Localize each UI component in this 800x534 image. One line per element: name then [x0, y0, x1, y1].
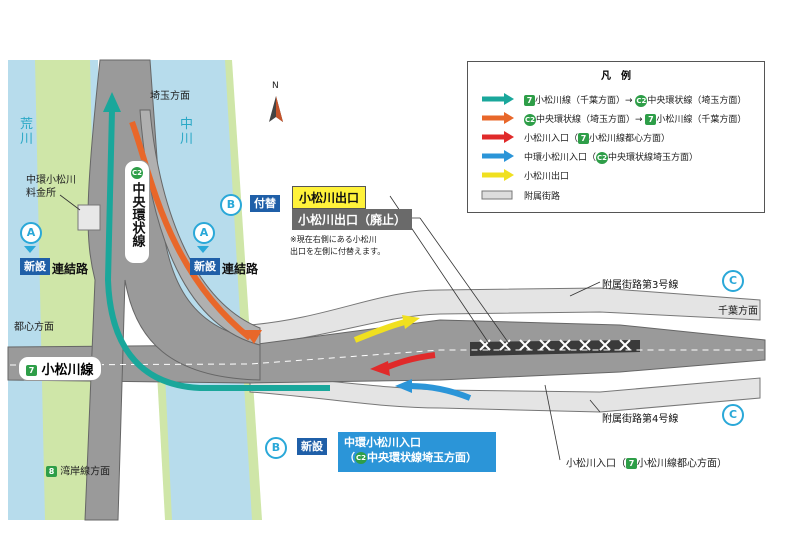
- orange-arrowhead: [244, 330, 262, 344]
- marker-a-right-pointer: [197, 246, 209, 253]
- shinsetsu-tag-left: 新設: [20, 258, 50, 276]
- chuo-kanjo-text: 中央環状線: [129, 182, 145, 247]
- arakawa-label: 荒 川: [20, 117, 34, 147]
- shinsetsu-tag-right: 新設: [190, 258, 220, 276]
- komatsugawa-text: 小松川線: [41, 363, 94, 378]
- new-entrance-box: 中環小松川入口 （C2中央環状線埼玉方面）: [338, 432, 496, 472]
- orange-route-arrow: [129, 120, 252, 341]
- center-median: [470, 340, 640, 356]
- route8-badge: 8: [46, 466, 57, 477]
- toll-plaza: [77, 204, 101, 231]
- new-entrance-line2: （C2中央環状線埼玉方面）: [344, 451, 477, 465]
- marker-b-bottom: B: [265, 437, 287, 459]
- marker-a-left-pointer: [24, 246, 36, 253]
- north-arrow: [269, 96, 283, 122]
- renrakuro-right: 連結路: [222, 262, 259, 276]
- exit-note: ※現在右側にある小松川 出口を左側に付替えます。: [290, 235, 386, 256]
- marker-b-top: B: [220, 194, 242, 216]
- route7-badge: 7: [26, 365, 37, 376]
- teal-arrowhead: [103, 92, 121, 112]
- legend-title: 凡 例: [601, 71, 631, 82]
- tsukekae-tag: 付替: [250, 195, 280, 213]
- direction-wangan-text: 湾岸線方面: [60, 466, 111, 478]
- blue-route-arrow: [409, 383, 472, 401]
- connector-ramp: [139, 109, 261, 346]
- north-label: N: [272, 81, 279, 91]
- nakagawa-label: 中 川: [180, 117, 194, 147]
- exit-new-label: 小松川出口: [292, 186, 367, 209]
- komatsugawa-label: 7 小松川線: [18, 356, 102, 381]
- renrakuro-left: 連結路: [52, 262, 89, 276]
- arakawa-bank: [35, 60, 100, 520]
- tollgate-label: 中環小松川 料金所: [26, 175, 76, 199]
- side-road-no3-label: 附属街路第3号線: [602, 280, 679, 291]
- chuo-kanjo-label: C2 中央環状線: [124, 160, 150, 264]
- shinsetsu-tag-bottom: 新設: [297, 438, 327, 456]
- c2-badge-entrance: C2: [355, 452, 367, 465]
- closed-exit-marks: [479, 339, 631, 351]
- yellow-route-arrow: [353, 319, 406, 343]
- marker-a-left: A: [20, 222, 42, 244]
- lane-line-main: [9, 349, 765, 366]
- side-road-no4-label: 附属街路第4号線: [602, 414, 679, 425]
- blue-arrowhead: [395, 379, 412, 393]
- c2-badge: C2: [131, 167, 143, 179]
- teal-route-arrow: [104, 109, 330, 391]
- marker-a-right: A: [193, 222, 215, 244]
- new-entrance-line1: 中環小松川入口: [344, 436, 421, 449]
- red-arrowhead: [370, 361, 390, 376]
- marker-c-top: C: [722, 270, 744, 292]
- route7-badge-entrance: 7: [626, 458, 637, 469]
- leader-lines: [59, 194, 601, 461]
- direction-saitama: 埼玉方面: [150, 91, 190, 102]
- direction-toshin: 都心方面: [14, 322, 54, 333]
- direction-wangan: 8 湾岸線方面: [46, 466, 110, 478]
- side-road-no3: [249, 287, 761, 346]
- direction-chiba: 千葉方面: [718, 306, 758, 317]
- yellow-arrowhead: [402, 315, 420, 329]
- exit-old-label: 小松川出口（廃止）: [292, 209, 413, 230]
- marker-c-bottom: C: [722, 404, 744, 426]
